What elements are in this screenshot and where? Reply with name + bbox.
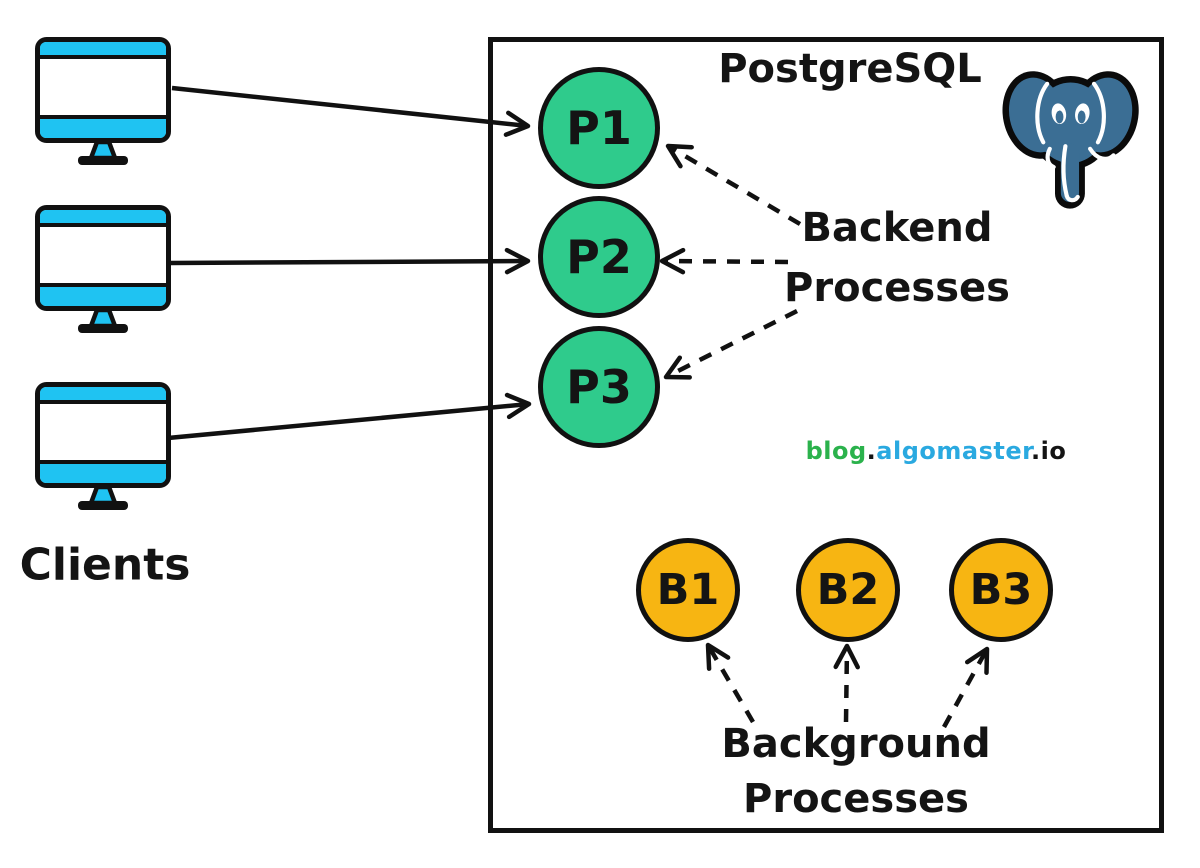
watermark-dot2: . — [1031, 437, 1041, 465]
client3-to-p3-arrow — [167, 392, 532, 441]
watermark-blog: blog — [805, 437, 867, 465]
watermark-io: io — [1040, 437, 1067, 465]
backend-processes-label-line2: Processes — [784, 265, 1010, 311]
backend-processes-label-line1: Backend — [801, 205, 993, 251]
backend-process-node-p2 — [538, 196, 660, 318]
node-label-p3: P3 — [566, 360, 632, 414]
background-label-to-b1-arrow — [705, 642, 755, 724]
background-processes-label-line1: Background — [721, 721, 991, 767]
background-label-to-b2-arrow — [833, 643, 860, 723]
watermark-dot1: . — [866, 437, 877, 465]
backend-label-to-p2-arrow — [659, 247, 789, 275]
watermark-algomaster: algomaster — [876, 437, 1032, 465]
postgresql-logo-icon — [1002, 71, 1139, 209]
client-monitor-icon-2 — [35, 205, 171, 333]
background-process-node-b2 — [796, 538, 900, 642]
backend-process-node-p3 — [538, 326, 660, 448]
watermark: blog.algomaster.io — [806, 437, 1067, 465]
backend-label-to-p3-arrow — [663, 308, 799, 380]
client2-to-p2-arrow — [169, 247, 531, 275]
background-process-node-b1 — [636, 538, 740, 642]
clients-label: Clients — [19, 539, 191, 591]
node-label-p1: P1 — [566, 101, 632, 155]
client1-to-p1-arrow — [171, 85, 531, 137]
node-label-b2: B2 — [816, 565, 880, 615]
background-processes-label: Background Processes — [721, 717, 990, 827]
background-process-node-b3 — [949, 538, 1053, 642]
background-label-to-b3-arrow — [942, 646, 990, 729]
backend-process-node-p1 — [538, 67, 660, 189]
node-label-b1: B1 — [656, 565, 720, 615]
node-label-p2: P2 — [566, 230, 632, 284]
backend-label-to-p1-arrow — [665, 143, 802, 226]
client-monitor-icon-3 — [35, 382, 171, 510]
background-processes-label-line2: Processes — [743, 776, 969, 822]
node-label-b3: B3 — [969, 565, 1033, 615]
postgresql-title: PostgreSQL — [718, 46, 982, 92]
client-monitor-icon-1 — [35, 37, 171, 165]
backend-processes-label: Backend Processes — [784, 198, 1010, 318]
